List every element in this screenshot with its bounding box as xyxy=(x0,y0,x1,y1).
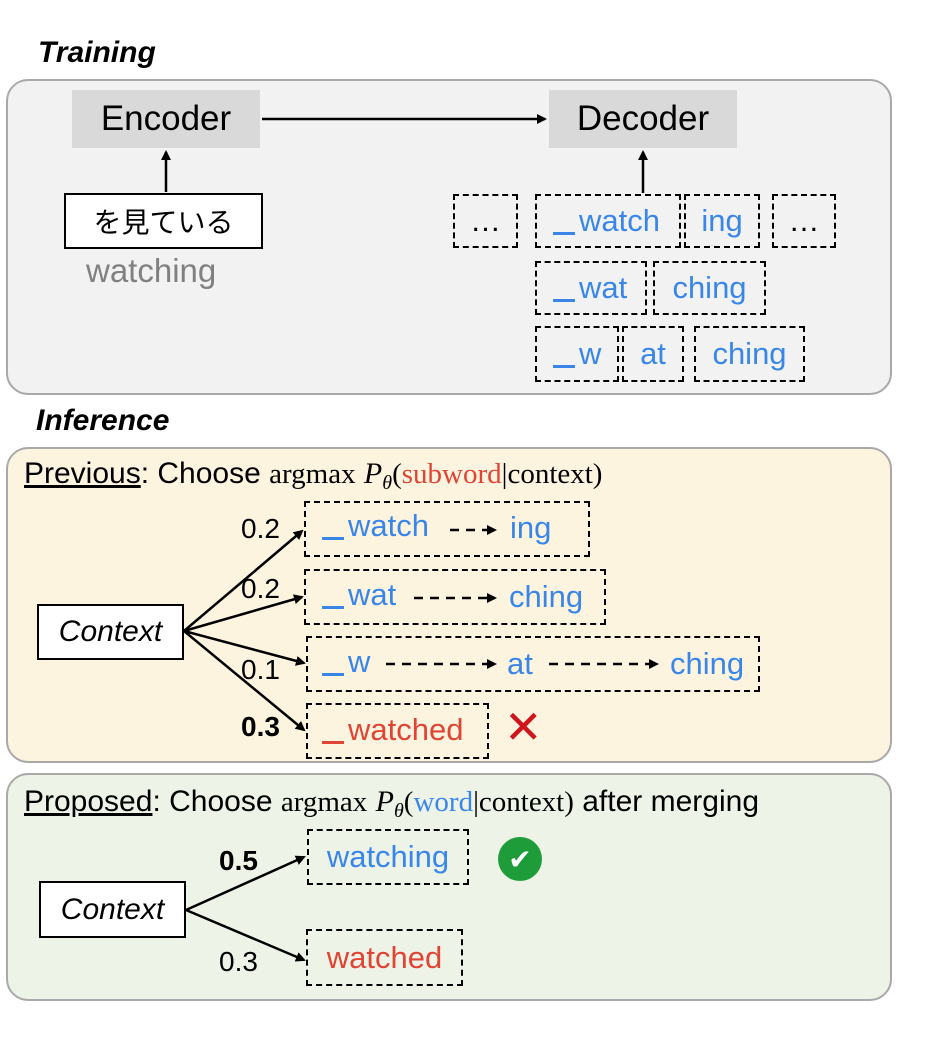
word-boundary-mark xyxy=(322,536,344,540)
choose-text: Choose xyxy=(169,785,273,818)
branch-token: ching xyxy=(670,646,745,681)
branch-arrow xyxy=(183,630,306,732)
target-word: word xyxy=(413,786,474,818)
branch-box-wrong xyxy=(306,703,489,759)
segment-token-ching: ching xyxy=(653,261,766,315)
encoder-box: Encoder xyxy=(72,90,260,148)
word-boundary-mark xyxy=(322,740,344,744)
source-sentence-box: を見ている xyxy=(64,193,263,249)
choose-text: Choose xyxy=(157,457,261,490)
segment-token-wat: wat xyxy=(535,261,647,315)
segment-token-watch: watch xyxy=(535,194,681,248)
word-box-watched: watched xyxy=(306,929,463,986)
word-boundary-mark xyxy=(553,364,575,368)
branch-token: w xyxy=(322,644,370,680)
context-box-previous: Context xyxy=(37,604,184,660)
segment-token-ching-2: ching xyxy=(694,326,805,382)
theta-subscript: θ xyxy=(393,800,404,822)
segment-token-at: at xyxy=(622,326,684,382)
prob-label: 0.3 xyxy=(219,946,258,977)
branch-token: watch xyxy=(322,508,429,544)
prob-label: 0.1 xyxy=(241,654,280,685)
after-merging-text: after merging xyxy=(582,785,759,818)
inference-title: Inference xyxy=(36,404,170,437)
branch-token: ching xyxy=(509,579,584,614)
p-symbol: P xyxy=(363,457,383,490)
prob-label: 0.2 xyxy=(241,513,280,544)
word-branch-arrow xyxy=(185,855,306,912)
source-gloss: watching xyxy=(86,252,217,289)
ellipsis-token-right: … xyxy=(772,194,836,248)
decoder-box: Decoder xyxy=(549,90,737,148)
segment-token-ing: ing xyxy=(684,194,760,248)
word-boundary-mark xyxy=(322,605,344,609)
word-branch-arrow xyxy=(185,908,306,962)
segment-token-w: w xyxy=(535,326,619,382)
target-subword: subword xyxy=(401,458,502,490)
word-boundary-mark xyxy=(322,672,344,676)
branch-box xyxy=(304,569,606,625)
prob-label-best: 0.5 xyxy=(219,845,258,876)
ellipsis-token-left: … xyxy=(453,194,518,248)
argmax-text: argmax xyxy=(269,458,356,490)
branch-token: wat xyxy=(322,577,396,613)
branch-box xyxy=(304,501,590,557)
branch-arrow xyxy=(183,529,304,632)
wrong-x-icon: ✕ xyxy=(504,701,543,753)
previous-heading: Previous: Choose argmax Pθ(subword|conte… xyxy=(24,457,603,494)
word-boundary-mark xyxy=(553,298,575,302)
word-box-watching: watching xyxy=(307,829,469,885)
training-title: Training xyxy=(38,36,156,69)
branch-arrow xyxy=(183,629,306,666)
p-symbol: P xyxy=(375,785,394,818)
theta-subscript: θ xyxy=(382,472,393,494)
branch-box xyxy=(306,636,760,692)
proposed-heading: Proposed: Choose argmax Pθ(word|context)… xyxy=(24,785,759,822)
word-boundary-mark xyxy=(553,231,575,235)
branch-token-wrong: watched xyxy=(322,712,463,748)
previous-label: Previous xyxy=(24,457,141,490)
proposed-label: Proposed xyxy=(24,785,153,818)
prob-label-highest: 0.3 xyxy=(241,711,280,742)
branch-arrow xyxy=(183,594,304,633)
context-box-proposed: Context xyxy=(39,881,186,938)
argmax-text: argmax xyxy=(280,786,368,818)
branch-token: at xyxy=(507,646,533,681)
branch-token: ing xyxy=(510,510,552,545)
check-circle-icon: ✔ xyxy=(498,837,542,881)
